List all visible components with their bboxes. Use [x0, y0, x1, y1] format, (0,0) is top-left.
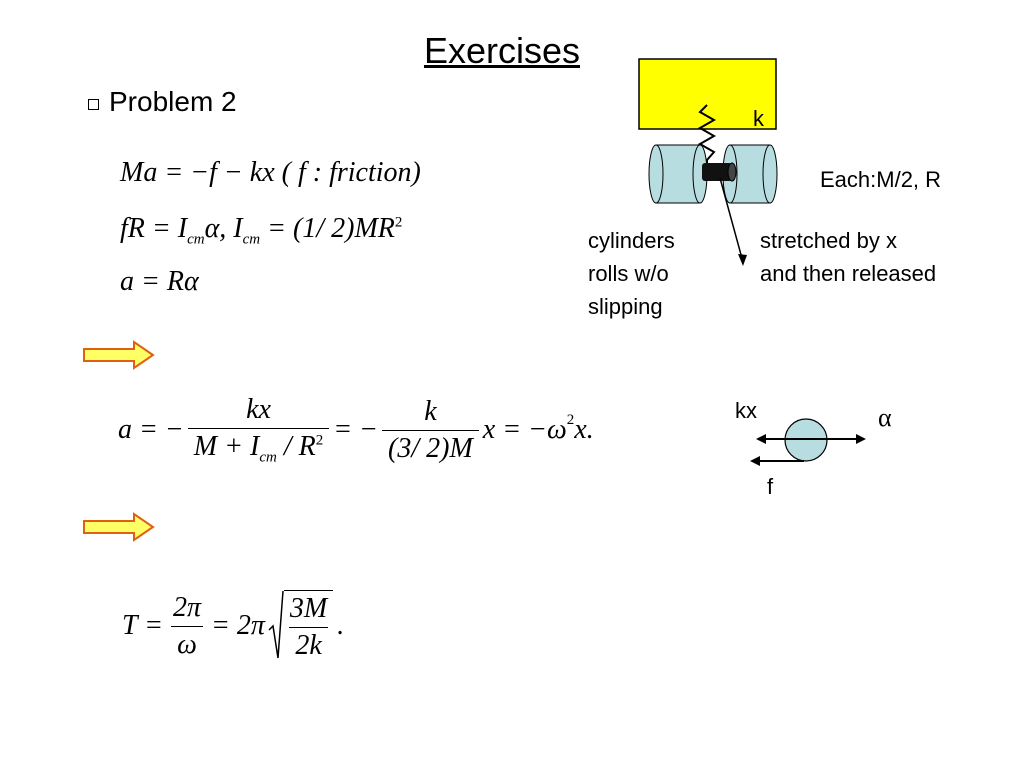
implies-arrow-icon: [83, 512, 155, 542]
eq4-lhs: a = −: [118, 414, 184, 446]
right-note: stretched by x and then released: [760, 224, 936, 290]
eq5-num: 2π: [172, 591, 201, 623]
eq4-den1: M + Icm / R2: [187, 428, 330, 467]
square-bullet-icon: [88, 98, 99, 110]
spring-constant-label: k: [753, 106, 764, 131]
kx-force-label: kx: [735, 398, 757, 423]
cylinder-mass-label: Each:M/2, R: [820, 167, 942, 192]
kx-arrow-right-icon: [856, 434, 866, 444]
friction-force-label: f: [767, 474, 774, 499]
eq2-mid: α, I: [204, 213, 243, 244]
eq5-end: .: [337, 610, 345, 641]
right-cylinder: [722, 144, 778, 204]
eq4-den1-b: / R: [276, 431, 316, 462]
eq4-num1: kx: [246, 394, 271, 425]
equation-torque: fR = Icmα, Icm = (1/ 2)MR2: [120, 213, 402, 249]
eq5-rad-num: 3M: [289, 593, 328, 624]
left-note: cylinders rolls w/o slipping: [588, 224, 675, 323]
eq4-den1-sub: cm: [259, 449, 277, 466]
right-note-line-2: and then released: [760, 261, 937, 286]
eq5-den: ω: [171, 625, 203, 661]
eq4-rhs: x = −ω: [482, 414, 567, 446]
eq5-radicand: 3M 2k: [283, 590, 334, 662]
eq2-sup: 2: [394, 214, 403, 231]
eq2-left: fR = I: [120, 213, 188, 244]
left-cylinder: [648, 144, 708, 204]
kx-arrow-left-icon: [756, 434, 766, 444]
left-note-line-2: rolls w/o: [588, 261, 669, 286]
eq3-text: a = Rα: [120, 266, 199, 297]
eq2-right: = (1/ 2)MR: [267, 213, 395, 244]
force-diagram: [750, 418, 866, 466]
equation-rolling: a = Rα: [120, 266, 199, 298]
slide-title: Exercises: [423, 30, 581, 71]
axle: [702, 163, 732, 181]
left-note-line-1: cylinders: [588, 228, 675, 253]
spring-icon: [697, 104, 717, 168]
friction-arrow-icon: [750, 456, 760, 466]
eq4-num2: k: [424, 395, 437, 427]
eq4-mid: = −: [333, 414, 379, 446]
eq2-sub2: cm: [242, 231, 261, 248]
eq4-fraction-1: kx M + Icm / R2: [187, 394, 330, 467]
problem-bullet: Problem 2: [88, 86, 237, 118]
eq4-fraction-2: k (3/ 2)M: [382, 396, 479, 465]
equation-acceleration: a = − kx M + Icm / R2 = − k (3/ 2)M x = …: [118, 394, 594, 467]
right-note-line-1: stretched by x: [760, 228, 897, 253]
equation-newton-text: Ma = −f − kx ( f : friction): [120, 157, 421, 188]
cylinder-spring-diagram: [638, 58, 778, 266]
left-note-line-3: slipping: [588, 294, 663, 319]
implies-arrow-icon: [83, 340, 155, 370]
angular-acceleration-label: α: [878, 403, 892, 432]
equation-period: T = 2π ω = 2π 3M 2k .: [122, 590, 344, 662]
eq5-rad-den: 2k: [289, 627, 328, 662]
eq4-den1-sup: 2: [315, 432, 324, 449]
eq4-den2: (3/ 2)M: [382, 429, 479, 465]
eq5-fraction: 2π ω: [167, 592, 207, 661]
pointer-line: [719, 177, 744, 263]
problem-label: Problem 2: [109, 86, 237, 117]
equation-newton: Ma = −f − kx ( f : friction): [120, 157, 421, 189]
eq4-rhs-sup: 2: [566, 412, 575, 428]
eq4-end: x.: [574, 414, 594, 446]
eq5-lhs: T =: [122, 610, 163, 641]
eq5-mid: = 2π: [211, 610, 265, 641]
eq4-den1-a: M + I: [193, 431, 260, 462]
eq2-sub: cm: [187, 231, 205, 248]
square-root-icon: [268, 590, 284, 659]
